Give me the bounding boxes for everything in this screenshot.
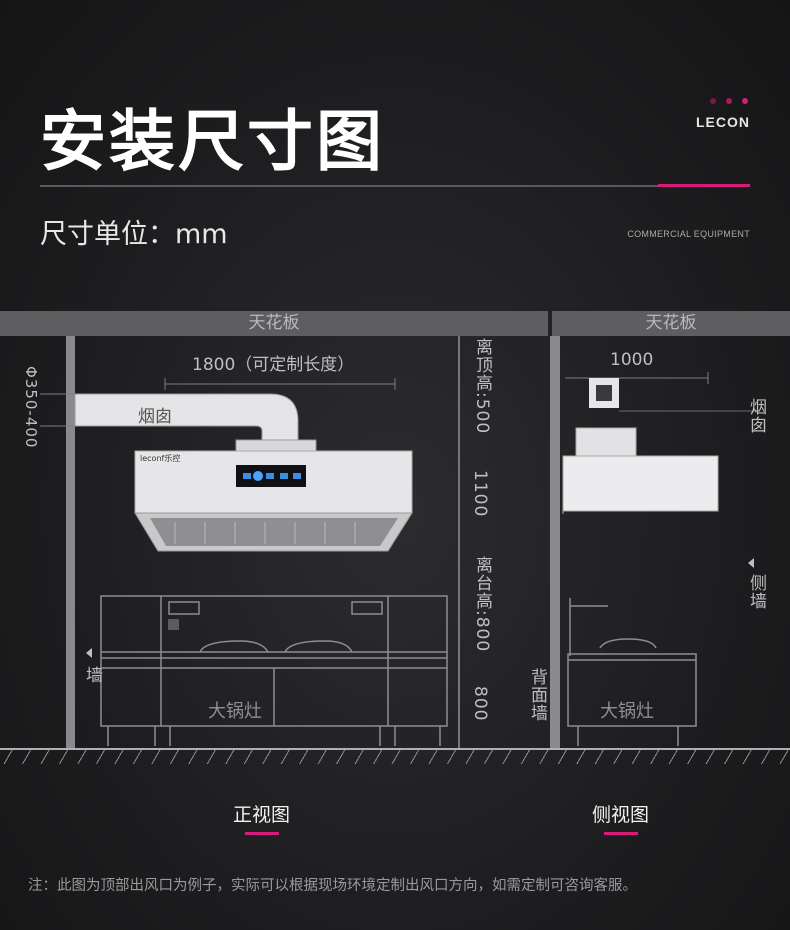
hood-height-label: 1100 — [470, 470, 490, 518]
counter-height-label: 800 — [470, 686, 490, 722]
front-ceiling: 天花板 — [0, 311, 548, 336]
page-title: 安装尺寸图 — [40, 103, 385, 180]
side-view-drawing — [562, 372, 760, 746]
side-depth-label: 1000 — [610, 350, 654, 370]
back-wall-label: 背面墙 — [527, 668, 547, 722]
side-stove-label: 大锅灶 — [600, 701, 654, 722]
gap-counter-label: 离台高:800 — [472, 556, 492, 653]
front-wall-label: 墙 — [82, 666, 102, 684]
front-ceiling-label: 天花板 — [248, 313, 300, 333]
front-view-caption: 正视图 — [233, 804, 291, 826]
tagline: COMMERCIAL EQUIPMENT — [627, 229, 750, 239]
front-measure-line — [458, 336, 460, 748]
front-length-label: 1800（可定制长度） — [192, 355, 355, 375]
header-divider — [40, 185, 750, 187]
unit-label: 尺寸单位：mm — [40, 219, 228, 250]
side-wall-label: 侧墙 — [746, 574, 766, 610]
floor-hatch — [0, 750, 790, 764]
duct-size-label: Φ350-400 — [22, 366, 40, 449]
front-view-drawing — [40, 378, 448, 746]
side-chimney-label: 烟囱 — [746, 398, 766, 434]
footer-note: 注：此图为顶部出风口为例子，实际可以根据现场环境定制出风口方向，如需定制可咨询客… — [28, 878, 637, 894]
gap-top-label: 离顶高:500 — [472, 338, 492, 435]
front-view-underline — [245, 832, 279, 835]
header-divider-accent — [658, 184, 750, 187]
hood-brand: leconf乐控 — [140, 454, 181, 463]
side-back-wall — [550, 336, 560, 748]
floor-line — [0, 748, 790, 750]
side-view-underline — [604, 832, 638, 835]
side-ceiling: 天花板 — [552, 311, 790, 336]
side-ceiling-label: 天花板 — [645, 313, 697, 333]
brand-logo: LECON — [696, 114, 750, 130]
side-view-caption: 侧视图 — [592, 804, 650, 826]
front-stove-label: 大锅灶 — [208, 701, 262, 722]
front-left-wall — [66, 336, 75, 748]
brand-dots — [710, 98, 748, 104]
front-chimney-label: 烟囱 — [138, 407, 172, 427]
